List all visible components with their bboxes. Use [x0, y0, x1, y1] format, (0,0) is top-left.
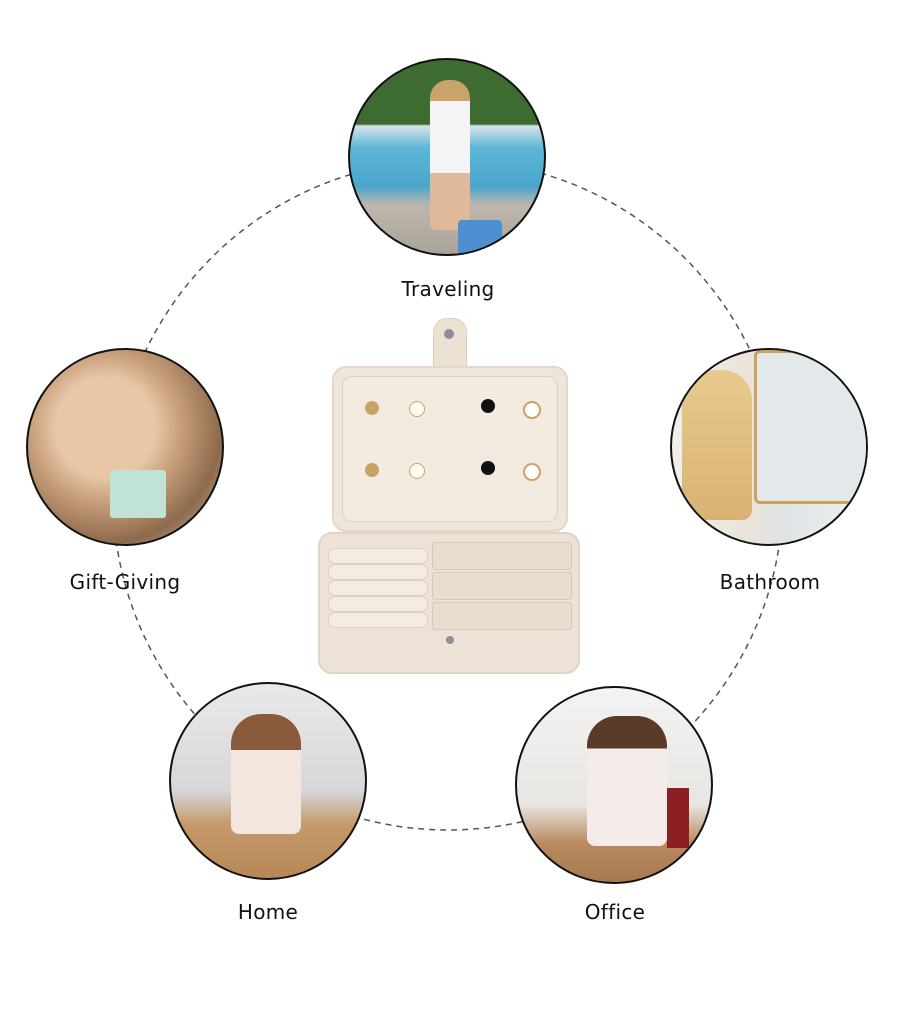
photo-traveling	[348, 58, 546, 256]
box-tray	[318, 532, 580, 674]
photo-gift-giving	[26, 348, 224, 546]
snap-button-icon	[444, 329, 454, 339]
label-traveling: Traveling	[401, 277, 495, 301]
jewelry-box	[318, 318, 580, 674]
photo-home	[169, 682, 367, 880]
label-home: Home	[237, 900, 299, 924]
photo-bathroom	[670, 348, 868, 546]
label-gift-giving: Gift-Giving	[69, 570, 181, 594]
label-office: Office	[584, 900, 646, 924]
box-lid	[332, 366, 568, 532]
label-bathroom: Bathroom	[719, 570, 821, 594]
photo-office	[515, 686, 713, 884]
